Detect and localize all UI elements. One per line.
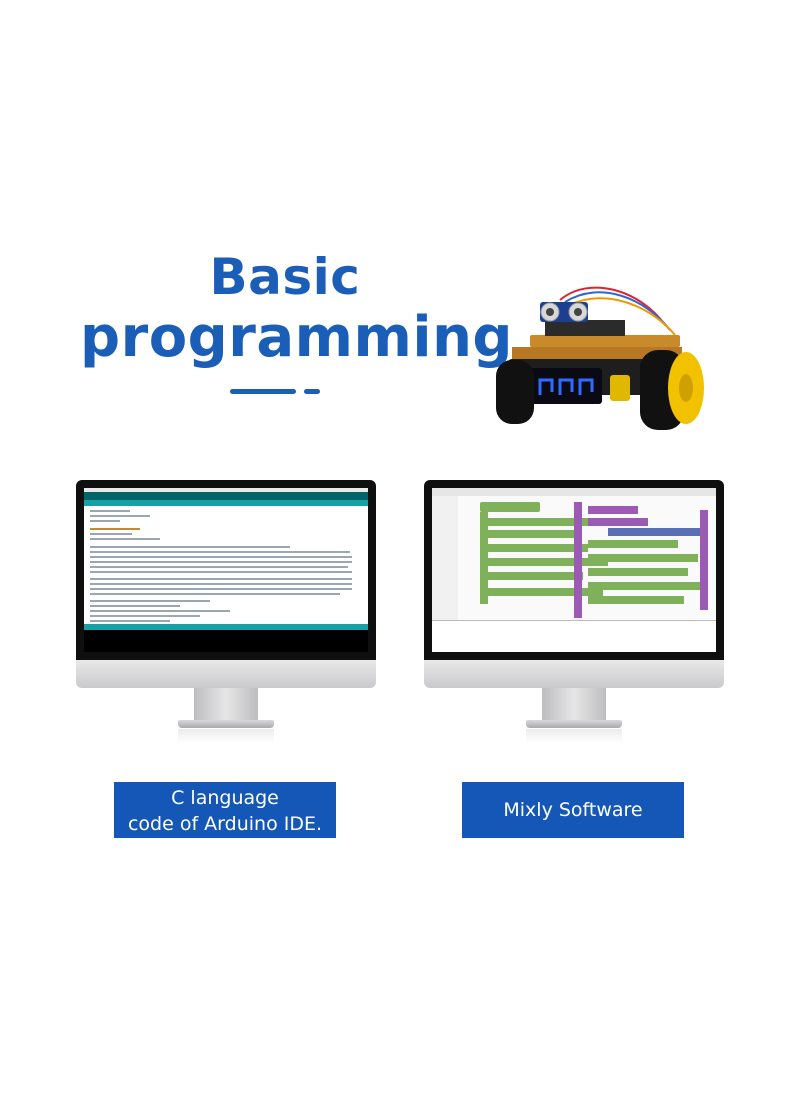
monitor-stand [542,688,606,722]
monitor-chin [424,660,724,688]
heading-underline-long [230,389,296,394]
monitor-bezel [424,480,724,660]
arduino-label: C language code of Arduino IDE. [114,782,336,838]
mixly-label: Mixly Software [462,782,684,838]
robot-car-image [496,286,704,430]
mixly-workspace [458,496,716,620]
arduino-ide-screen [84,488,368,652]
mixly-screen [432,488,716,652]
ide-status-bar [84,624,368,630]
monitor-foot [526,720,622,728]
monitor-bezel [76,480,376,660]
mixly-category-sidebar [432,496,459,620]
arduino-label-line-1: C language [171,787,279,809]
ide-code-area [84,506,368,624]
arduino-label-line-2: code of Arduino IDE. [127,813,323,835]
ide-title-bar [84,488,368,492]
mixly-monitor [424,480,724,810]
heading-line-2: programming [80,305,514,370]
ide-tab-strip [84,500,368,506]
monitor-stand [194,688,258,722]
heading-line-1: Basic [209,248,361,306]
monitor-chin [76,660,376,688]
monitor-foot [178,720,274,728]
mixly-output-panel [432,620,716,652]
ide-toolbar [84,492,368,500]
arduino-monitor [76,480,376,810]
heading-underline-short [304,389,320,394]
